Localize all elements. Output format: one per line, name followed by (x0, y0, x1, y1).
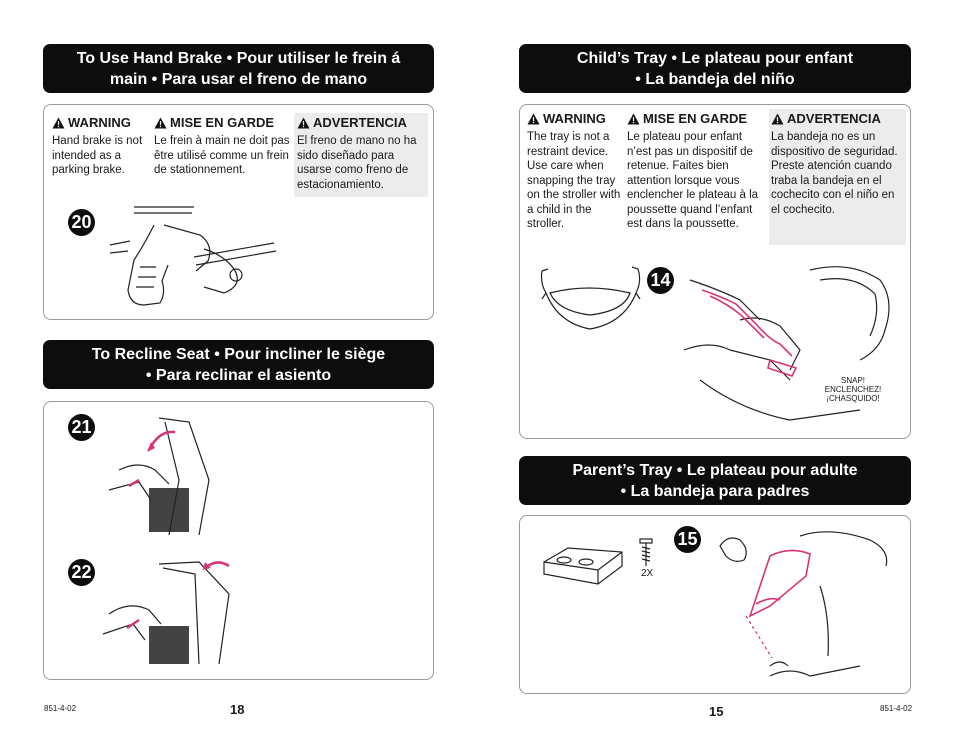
hand-brake-illustration (109, 206, 277, 306)
recline-panel: 21 22 (43, 401, 434, 680)
childs-tray-header: Child’s Tray • Le plateau pour enfant • … (519, 44, 911, 93)
hand-brake-title-line1: To Use Hand Brake • Pour utiliser le fre… (76, 49, 401, 67)
child-tray-illustration (540, 266, 641, 330)
hand-brake-title-line2: main • Para usar el freno de mano (109, 70, 368, 88)
tray-warning-fr: MISE EN GARDE Le plateau pour enfant n’e… (627, 111, 767, 232)
left-page-number: 18 (230, 702, 245, 717)
tray-warning-en-text: The tray is not a restraint device. Use … (527, 131, 621, 230)
snap-label: SNAP! ENCLENCHEZ! ¡CHASQUIDO! (823, 376, 883, 403)
warning-es-title: ADVERTENCIA (313, 115, 407, 130)
parent-tray-illustration (543, 547, 623, 585)
step-21-badge: 21 (68, 414, 95, 441)
warning-en-title: WARNING (68, 115, 131, 130)
warning-en: WARNING Hand brake is not intended as a … (52, 115, 148, 178)
step-20-badge: 20 (68, 209, 95, 236)
hand-brake-header: To Use Hand Brake • Pour utiliser le fre… (43, 44, 434, 93)
step-22-badge: 22 (68, 559, 95, 586)
warning-triangle-icon (52, 117, 65, 129)
warning-fr-title: MISE EN GARDE (170, 115, 275, 130)
snap-label-fr: ENCLENCHEZ! (824, 385, 882, 394)
recline-reclined-illustration (102, 561, 230, 665)
childs-tray-panel: WARNING The tray is not a restraint devi… (519, 104, 911, 439)
recline-upright-illustration (108, 417, 210, 536)
snap-label-en: SNAP! (840, 376, 865, 385)
childs-tray-title-line2: • La bandeja del niño (635, 70, 795, 88)
snap-label-es: ¡CHASQUIDO! (826, 394, 880, 403)
tray-warning-en-title: WARNING (543, 111, 606, 126)
right-footer-code: 851-4-02 (880, 704, 913, 713)
tray-warning-fr-title: MISE EN GARDE (643, 111, 748, 126)
warning-triangle-icon (297, 117, 310, 129)
parents-tray-title-line2: • La bandeja para padres (620, 482, 810, 500)
step-14-badge: 14 (647, 267, 674, 294)
tray-warning-en: WARNING The tray is not a restraint devi… (527, 111, 623, 232)
parents-tray-panel: 2X 15 (519, 515, 911, 694)
hand-brake-panel: WARNING Hand brake is not intended as a … (43, 104, 434, 320)
warning-es: ADVERTENCIA El freno de mano no ha sido … (294, 113, 428, 197)
tray-warning-es-text: La bandeja no es un dispositivo de segur… (771, 131, 898, 216)
warning-en-text: Hand brake is not intended as a parking … (52, 135, 143, 176)
tray-warning-fr-text: Le plateau pour enfant n’est pas un disp… (627, 131, 759, 230)
parent-tray-install-illustration (719, 531, 888, 677)
right-page-number: 15 (709, 704, 724, 719)
warning-triangle-icon (771, 113, 784, 125)
recline-header: To Recline Seat • Pour incliner le siège… (43, 340, 434, 389)
warning-triangle-icon (627, 113, 640, 125)
parents-tray-header: Parent’s Tray • Le plateau pour adulte •… (519, 456, 911, 505)
step-15-badge: 15 (674, 526, 701, 553)
screw-quantity: 2X (641, 568, 654, 579)
childs-tray-title-line1: Child’s Tray • Le plateau pour enfant (576, 49, 854, 67)
screw-icon (639, 538, 653, 566)
parents-tray-title-line1: Parent’s Tray • Le plateau pour adulte (572, 461, 858, 479)
tray-warning-es-title: ADVERTENCIA (787, 111, 881, 126)
child-tray-install-illustration (683, 266, 890, 421)
recline-title-line2: • Para reclinar el asiento (145, 366, 332, 384)
warning-es-text: El freno de mano no ha sido diseñado par… (297, 135, 417, 191)
left-footer-code: 851-4-02 (44, 704, 77, 713)
warning-fr: MISE EN GARDE Le frein à main ne doit pa… (154, 115, 290, 178)
tray-warning-es: ADVERTENCIA La bandeja no es un disposit… (769, 109, 906, 245)
warning-triangle-icon (154, 117, 167, 129)
warning-fr-text: Le frein à main ne doit pas être utilisé… (154, 135, 290, 176)
recline-title-line1: To Recline Seat • Pour incliner le siège (91, 345, 386, 363)
warning-triangle-icon (527, 113, 540, 125)
